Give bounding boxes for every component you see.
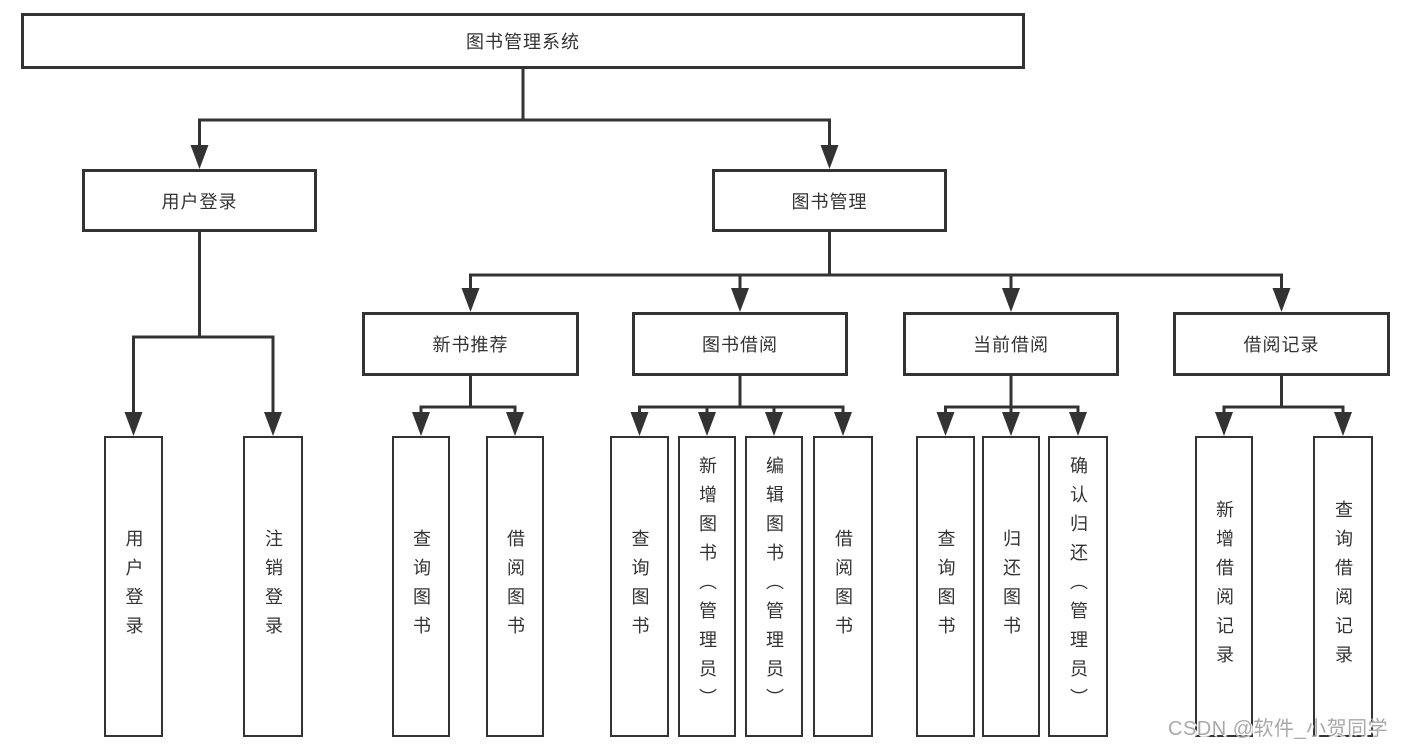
connector-records-to-leaves [1222, 376, 1345, 418]
node-book-borrow: 图书借阅 [632, 312, 848, 376]
connector-mgmt-to-level2 [469, 232, 1283, 294]
leaf-label: 查询借阅记录 [1333, 499, 1353, 674]
leaf-query-borrow-record: 查询借阅记录 [1313, 436, 1373, 737]
node-system-root: 图书管理系统 [21, 13, 1025, 69]
leaf-label: 借阅图书 [505, 528, 525, 645]
leaf-logout: 注销登录 [243, 436, 303, 737]
csdn-watermark: CSDN @软件_小贺同学 [1168, 718, 1389, 740]
node-new-book-recommend: 新书推荐 [362, 312, 579, 376]
leaf-add-books-admin: 新增图书（管理员） [678, 436, 736, 737]
leaf-borrow-books-recommend: 借阅图书 [486, 436, 544, 737]
arrowhead [1002, 288, 1020, 312]
leaf-query-books-recommend: 查询图书 [392, 436, 450, 737]
node-label: 图书借阅 [702, 335, 778, 355]
node-label: 当前借阅 [973, 335, 1049, 355]
leaf-label: 用户登录 [123, 528, 144, 645]
arrowhead [264, 412, 282, 436]
connector-current-to-leaves [944, 376, 1080, 418]
connector-login-to-leaves [132, 232, 275, 418]
connector-borrow-to-leaves [638, 376, 845, 418]
arrowhead [698, 412, 716, 436]
leaf-label: 查询图书 [629, 528, 650, 645]
leaf-label: 借阅图书 [833, 528, 853, 645]
leaf-label: 注销登录 [263, 528, 283, 645]
arrowhead [461, 288, 480, 312]
leaf-query-books-borrow: 查询图书 [610, 436, 669, 737]
connector-root-to-level1 [198, 69, 831, 152]
leaf-label: 查询图书 [411, 528, 431, 645]
leaf-label: 新增借阅记录 [1214, 499, 1234, 674]
leaf-label: 确认归还（管理员） [1068, 456, 1088, 717]
leaf-label: 编辑图书（管理员） [764, 456, 784, 717]
arrowhead [506, 412, 524, 436]
node-user-login: 用户登录 [82, 169, 317, 232]
leaf-confirm-return-admin: 确认归还（管理员） [1048, 436, 1108, 737]
arrowhead [1069, 412, 1087, 436]
leaf-borrow-books: 借阅图书 [813, 436, 873, 737]
node-current-borrow: 当前借阅 [903, 312, 1119, 376]
leaf-edit-books-admin: 编辑图书（管理员） [745, 436, 803, 737]
arrowhead [1002, 412, 1020, 436]
leaf-query-books-current: 查询图书 [916, 436, 975, 737]
arrowhead [190, 145, 209, 169]
leaf-user-login: 用户登录 [104, 436, 163, 737]
arrowhead [731, 288, 749, 312]
node-book-management: 图书管理 [712, 169, 947, 232]
arrowhead [1272, 288, 1291, 312]
node-borrow-records: 借阅记录 [1173, 312, 1390, 376]
arrowhead-group [124, 145, 1352, 436]
node-label: 用户登录 [161, 191, 238, 212]
arrowhead [630, 412, 649, 436]
arrowhead [412, 412, 430, 436]
leaf-add-borrow-record: 新增借阅记录 [1195, 436, 1253, 737]
arrowhead [820, 145, 839, 169]
arrowhead [834, 412, 852, 436]
connector-recommend-to-leaves [419, 376, 517, 418]
arrowhead [1334, 412, 1352, 436]
node-label: 新书推荐 [432, 335, 509, 355]
arrowhead [765, 412, 783, 436]
node-label: 图书管理 [791, 191, 868, 212]
arrowhead [124, 412, 143, 436]
leaf-label: 查询图书 [935, 528, 956, 645]
connector-stroke-group [132, 69, 1345, 418]
node-label: 借阅记录 [1243, 335, 1320, 355]
leaf-label: 新增图书（管理员） [697, 456, 717, 717]
leaf-return-books: 归还图书 [982, 436, 1040, 737]
leaf-label: 归还图书 [1001, 528, 1021, 645]
node-label: 图书管理系统 [466, 32, 580, 52]
arrowhead [936, 412, 955, 436]
arrowhead [1215, 412, 1233, 436]
